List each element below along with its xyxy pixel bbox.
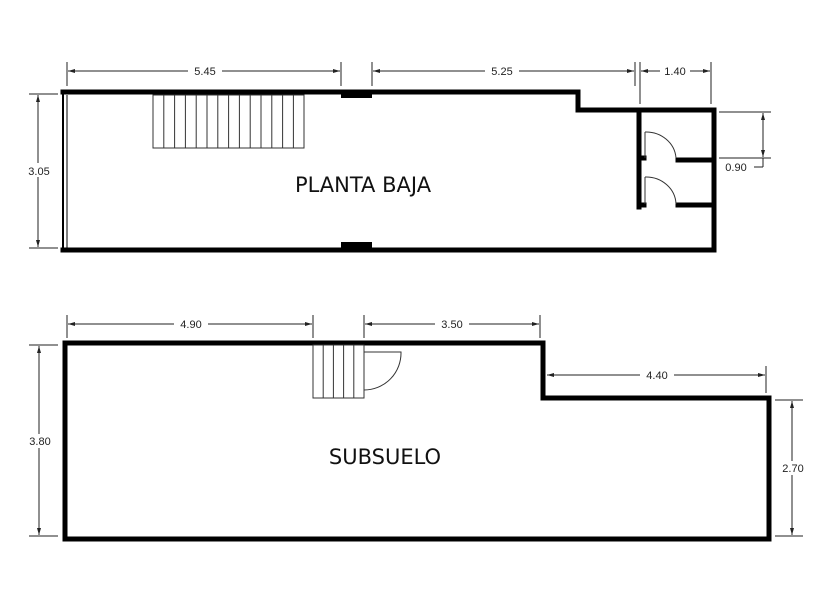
dim-0-90: 0.90 <box>725 162 746 174</box>
dim-3-50: 3.50 <box>441 319 462 331</box>
subsuelo-walls <box>62 340 772 542</box>
dim-4-40: 4.40 <box>646 370 667 382</box>
planta-baja-walls <box>60 89 717 253</box>
subsuelo-plan: 4.90 3.50 4.40 3.80 <box>22 315 810 542</box>
planta-baja-dimensions: 5.45 5.25 1.40 3.05 <box>22 62 771 249</box>
column-block-bottom <box>341 242 372 248</box>
staircase-subsuelo <box>312 344 365 399</box>
door-swing-2 <box>644 176 677 205</box>
dim-2-70: 2.70 <box>782 463 803 475</box>
column-block-top <box>341 92 372 98</box>
subsuelo-dimensions: 4.90 3.50 4.40 3.80 <box>22 315 810 537</box>
planta-baja-label: PLANTA BAJA <box>295 173 432 197</box>
dim-5-45: 5.45 <box>194 66 215 78</box>
door-swing-1 <box>644 131 677 159</box>
dim-3-05: 3.05 <box>28 166 49 178</box>
dim-1-40: 1.40 <box>664 66 685 78</box>
door-swing-subsuelo <box>363 351 402 391</box>
bathroom-block <box>636 109 715 210</box>
dim-5-25: 5.25 <box>491 66 512 78</box>
dim-4-90: 4.90 <box>180 319 201 331</box>
dim-3-80: 3.80 <box>29 436 50 448</box>
subsuelo-label: SUBSUELO <box>329 445 441 469</box>
staircase-planta-baja <box>152 94 305 149</box>
planta-baja-plan: 5.45 5.25 1.40 3.05 <box>22 62 771 253</box>
